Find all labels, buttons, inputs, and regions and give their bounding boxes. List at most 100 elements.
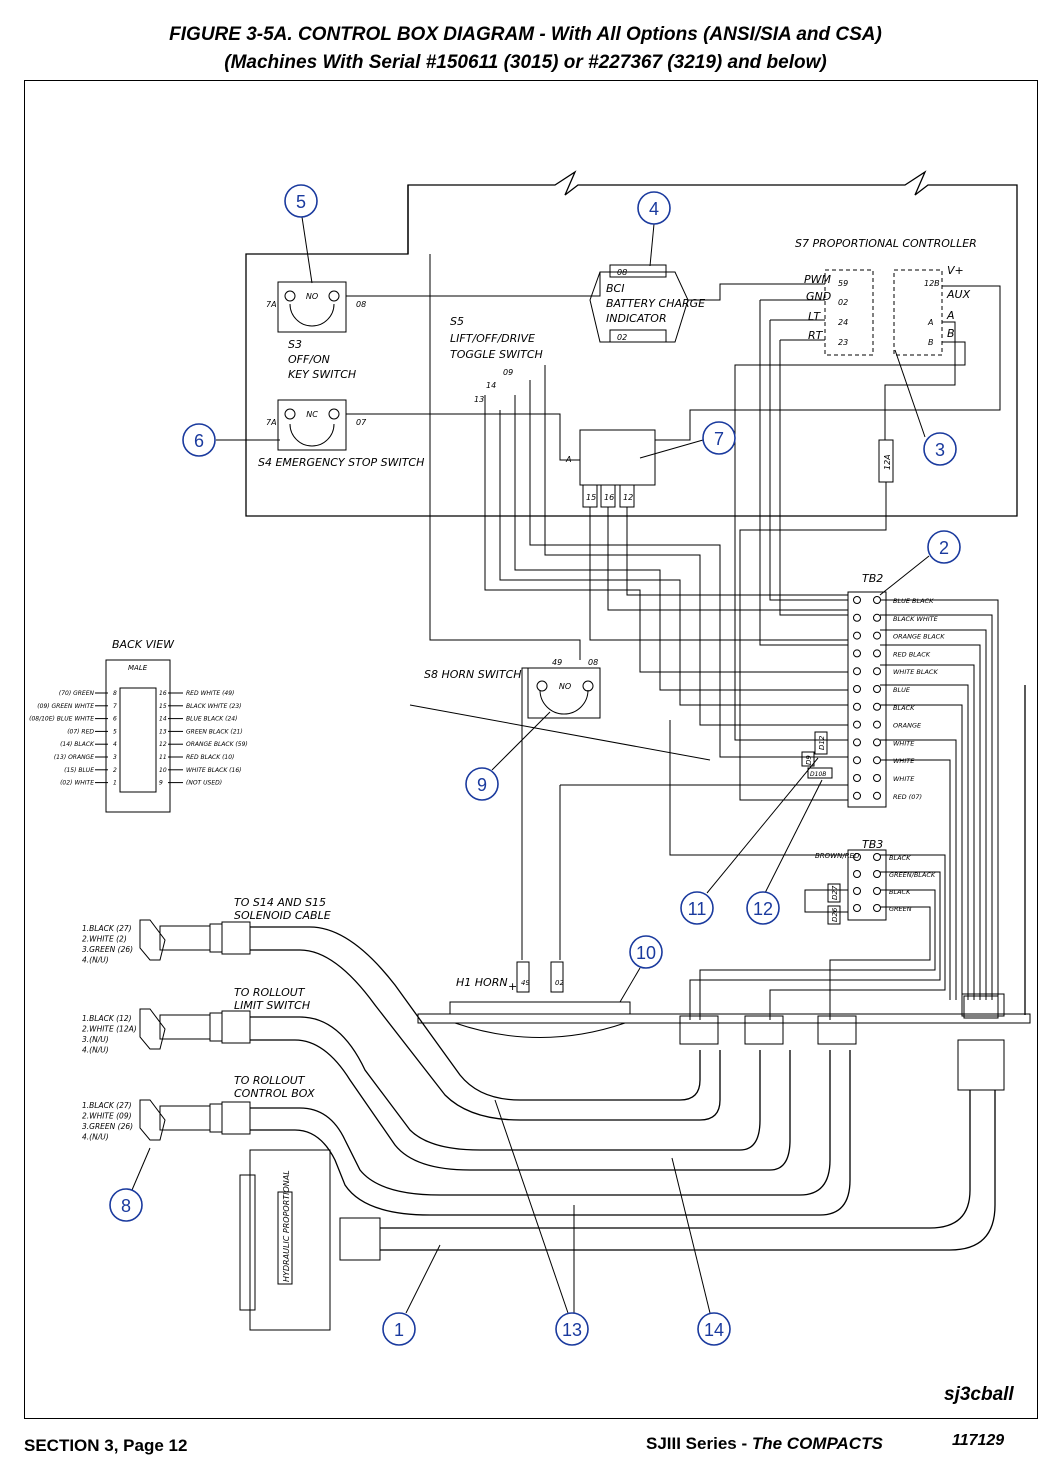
- figure-subtitle: (Machines With Serial #150611 (3015) or …: [224, 52, 827, 73]
- back-view-left-pin: 5: [113, 728, 117, 735]
- cable2-pin-label: 4.(N/U): [82, 1046, 109, 1055]
- svg-text:7: 7: [714, 429, 724, 449]
- cable2-pin-label: 3.(N/U): [82, 1035, 109, 1044]
- callout-10: 10: [629, 935, 663, 969]
- s5-l2: LIFT/OFF/DRIVE: [450, 332, 535, 345]
- back-view-left-label: (13) ORANGE: [54, 754, 94, 761]
- tb2-diode-d9: D9: [805, 755, 813, 765]
- section-page: SECTION 3, Page 12: [24, 1436, 188, 1455]
- horn-term-49: 49: [521, 979, 530, 987]
- drawing-id: sj3cball: [944, 1384, 1014, 1405]
- cable3-pin-label: 3.GREEN (26): [82, 1122, 133, 1131]
- h1-horn: H1 HORN + 49 02: [417, 961, 1031, 1045]
- callout-4: 4: [637, 191, 671, 225]
- bci-bottom-term: 02: [617, 333, 627, 342]
- back-view-left-label: (14) BLACK: [60, 741, 95, 748]
- back-view-left-pin: 8: [113, 690, 117, 697]
- s7-term-02: 02: [838, 298, 848, 307]
- callout-3: 3: [923, 432, 957, 466]
- tb2-row-label: WHITE: [893, 775, 915, 783]
- s8-left-term: 49: [552, 658, 562, 667]
- callout-6: 6: [182, 423, 216, 457]
- back-view-left-label: (70) GREEN: [59, 690, 95, 697]
- back-view-right-pin: 14: [159, 716, 167, 723]
- s3-left-term: 7A: [266, 300, 277, 309]
- svg-text:6: 6: [194, 431, 204, 451]
- doc-number: 117129: [952, 1432, 1005, 1449]
- callout-14: 14: [697, 1312, 731, 1346]
- tb3-title: TB3: [862, 838, 883, 851]
- tb2-row-label: WHITE BLACK: [893, 668, 938, 676]
- svg-text:1: 1: [394, 1320, 404, 1340]
- svg-text:11: 11: [688, 899, 707, 919]
- s7-aux: AUX: [946, 288, 971, 301]
- cable3-title-l2: CONTROL BOX: [234, 1087, 315, 1100]
- cable2-title-l2: LIMIT SWITCH: [234, 999, 310, 1012]
- cable3-pin-label: 4.(N/U): [82, 1133, 109, 1142]
- svg-text:13: 13: [562, 1320, 582, 1340]
- s7-b: B: [947, 327, 955, 340]
- cable2-pin-label: 1.BLACK (12): [82, 1014, 132, 1023]
- back-view-right-label: ORANGE BLACK (59): [186, 741, 248, 748]
- callout-2: 2: [927, 530, 961, 564]
- tb2-row-label: ORANGE BLACK: [893, 633, 945, 641]
- back-view-right-pin: 15: [159, 703, 167, 710]
- s3-key-switch: NO 7A 08 S3 OFF/ON KEY SWITCH: [266, 281, 366, 381]
- back-view-right-label: BLUE BLACK (24): [186, 716, 237, 723]
- s5-term-16: 16: [604, 493, 614, 502]
- svg-text:9: 9: [477, 775, 487, 795]
- s7-term-24: 24: [838, 318, 848, 327]
- s7-fuse: 12A: [883, 454, 892, 470]
- s7-term-12b: 12B: [924, 279, 940, 288]
- callout-12: 12: [746, 891, 780, 925]
- cable-connectors: TO S14 AND S15 SOLENOID CABLE TO ROLLOUT…: [82, 896, 1005, 1261]
- s5-toggle-switch: S5 LIFT/OFF/DRIVE TOGGLE SWITCH 15 16 12…: [450, 315, 656, 508]
- back-view-right-pin: 10: [159, 767, 167, 774]
- back-view-right-label: RED WHITE (49): [186, 690, 234, 697]
- tb2-title: TB2: [862, 572, 883, 585]
- s8-right-term: 08: [588, 658, 598, 667]
- svg-text:4: 4: [649, 199, 659, 219]
- s7-term-a: A: [927, 318, 933, 327]
- series-footer: SJIII Series - The COMPACTS: [646, 1434, 883, 1454]
- s3-name-l1: OFF/ON: [288, 353, 330, 366]
- horn-title: H1 HORN: [456, 976, 508, 989]
- svg-text:2: 2: [939, 538, 949, 558]
- series-prefix: SJIII Series -: [646, 1434, 752, 1453]
- s7-a: A: [946, 309, 955, 322]
- back-view-right-pin: 11: [159, 754, 167, 761]
- tb2-row-label: WHITE: [893, 757, 915, 765]
- svg-text:12: 12: [753, 899, 773, 919]
- cable1-title-l1: TO S14 AND S15: [234, 896, 326, 909]
- s7-lt: LT: [808, 310, 821, 323]
- back-view-right-label: (NOT USED): [186, 780, 222, 787]
- bci-l3: INDICATOR: [606, 312, 667, 325]
- bci-l1: BCI: [606, 282, 624, 295]
- s7-gnd: GND: [806, 290, 831, 303]
- s3-label: S3: [288, 338, 302, 351]
- back-view-left-pin: 2: [113, 767, 117, 774]
- back-view-left-pin: 1: [113, 780, 117, 787]
- tb3-row-label: BLACK: [889, 854, 911, 862]
- back-view-right-pin: 9: [159, 780, 163, 787]
- cable3-pin-label: 2.WHITE (09): [82, 1112, 132, 1121]
- callouts: 1 2 3 4 5 6 7 8 9 10 11 12 13 14: [109, 184, 961, 1346]
- back-view-right-label: WHITE BLACK (16): [186, 767, 242, 774]
- series-name: The COMPACTS: [751, 1434, 883, 1453]
- s5-wire-09: 09: [503, 368, 513, 377]
- tb2-row-label: BLACK WHITE: [893, 615, 939, 623]
- s3-name-l2: KEY SWITCH: [288, 368, 356, 381]
- horn-term-02: 02: [555, 979, 564, 987]
- s7-proportional-controller: S7 PROPORTIONAL CONTROLLER PWM GND LT RT…: [795, 237, 977, 483]
- svg-text:10: 10: [636, 943, 656, 963]
- cable1-title-l2: SOLENOID CABLE: [234, 909, 331, 922]
- tb2-row-label: BLACK: [893, 704, 915, 712]
- cable2-title-l1: TO ROLLOUT: [234, 986, 306, 999]
- tb2-diode-d10b: D10B: [810, 771, 826, 778]
- back-view-left-label: (09) GREEN WHITE: [37, 703, 94, 710]
- callout-7: 7: [702, 421, 736, 455]
- s8-title: S8 HORN SWITCH: [424, 668, 522, 681]
- tb2-diode-d12: D12: [818, 735, 826, 750]
- s5-l3: TOGGLE SWITCH: [450, 348, 543, 361]
